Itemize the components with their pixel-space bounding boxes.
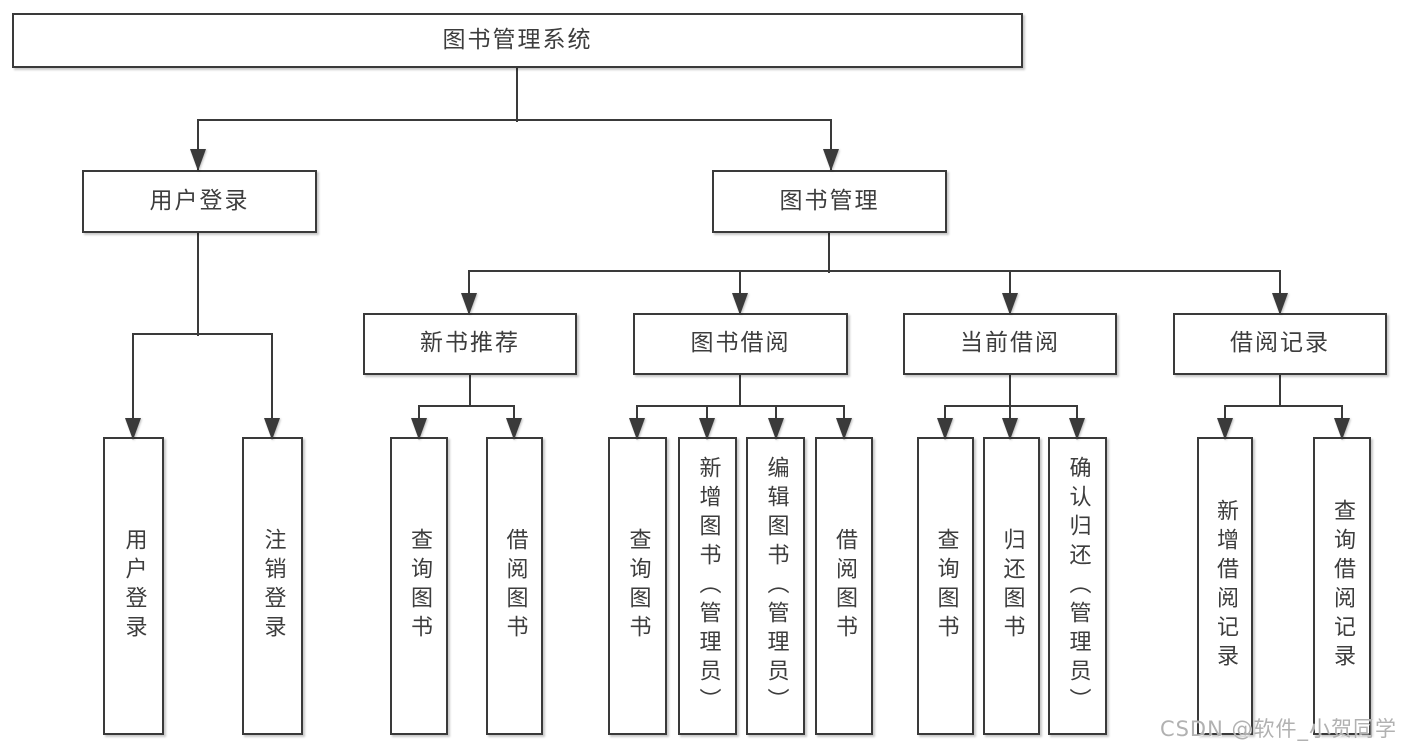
- node-leaf-edit-books-admin: 编辑图书（管理员）: [746, 437, 805, 735]
- connector-line: [196, 120, 200, 172]
- node-label-leaf-query-books-3: 查询图书: [933, 528, 959, 644]
- watermark-text: CSDN @软件_小贺同学: [1159, 717, 1397, 741]
- node-leaf-return-books: 归还图书: [983, 437, 1040, 735]
- node-leaf-user-login: 用户登录: [103, 437, 164, 735]
- node-label-leaf-query-books-1: 查询图书: [407, 528, 432, 644]
- arrowhead-down-icon: [190, 149, 206, 171]
- node-label-book-borrow: 图书借阅: [690, 330, 791, 357]
- node-current-borrow: 当前借阅: [903, 313, 1117, 375]
- arrowhead-down-icon: [411, 418, 427, 440]
- arrowhead-down-icon: [699, 418, 715, 440]
- arrowhead-down-icon: [1217, 418, 1233, 440]
- arrowhead-down-icon: [461, 293, 477, 315]
- arrowhead-down-icon: [1272, 293, 1288, 315]
- arrowhead-down-icon: [264, 418, 280, 440]
- node-user-login: 用户登录: [82, 170, 317, 233]
- node-label-leaf-add-books-admin: 新增图书（管理员）: [695, 455, 721, 717]
- arrowhead-down-icon: [823, 149, 839, 171]
- node-label-borrow-records: 借阅记录: [1230, 330, 1330, 357]
- connector-line: [196, 233, 200, 336]
- arrowhead-down-icon: [629, 418, 645, 440]
- node-label-leaf-return-books: 归还图书: [999, 528, 1025, 644]
- node-label-current-borrow: 当前借阅: [960, 330, 1060, 357]
- node-label-leaf-add-borrow-record: 新增借阅记录: [1213, 499, 1238, 673]
- arrowhead-down-icon: [1069, 418, 1085, 440]
- arrowhead-down-icon: [1002, 293, 1018, 315]
- connector-line: [468, 375, 472, 407]
- arrowhead-down-icon: [836, 418, 852, 440]
- arrowhead-down-icon: [732, 293, 748, 315]
- connector-line: [636, 404, 845, 408]
- node-label-root: 图书管理系统: [442, 26, 593, 53]
- node-leaf-query-books-3: 查询图书: [917, 437, 974, 735]
- connector-line: [1278, 375, 1282, 407]
- node-label-leaf-borrow-books-1: 借阅图书: [502, 528, 528, 644]
- node-label-user-login: 用户登录: [149, 187, 250, 214]
- node-book-management: 图书管理: [712, 170, 947, 233]
- connector-line: [515, 68, 519, 122]
- connector-line: [131, 334, 135, 440]
- node-label-leaf-user-login: 用户登录: [121, 528, 147, 644]
- arrowhead-down-icon: [506, 418, 522, 440]
- node-leaf-add-books-admin: 新增图书（管理员）: [678, 437, 737, 735]
- connector-line: [270, 334, 274, 440]
- connector-line: [1224, 404, 1343, 408]
- arrowhead-down-icon: [1334, 418, 1350, 440]
- node-leaf-query-borrow-record: 查询借阅记录: [1313, 437, 1371, 735]
- node-label-leaf-borrow-books-2: 借阅图书: [832, 528, 857, 644]
- node-label-book-management: 图书管理: [779, 187, 880, 214]
- node-book-borrow: 图书借阅: [633, 313, 848, 375]
- node-root: 图书管理系统: [12, 13, 1023, 68]
- node-leaf-add-borrow-record: 新增借阅记录: [1197, 437, 1253, 735]
- node-leaf-borrow-books-1: 借阅图书: [486, 437, 543, 735]
- arrowhead-down-icon: [768, 418, 784, 440]
- node-borrow-records: 借阅记录: [1173, 313, 1387, 375]
- node-label-leaf-query-borrow-record: 查询借阅记录: [1330, 499, 1355, 673]
- node-label-leaf-edit-books-admin: 编辑图书（管理员）: [763, 455, 789, 717]
- node-label-leaf-confirm-return-admin: 确认归还（管理员）: [1065, 455, 1091, 717]
- node-leaf-confirm-return-admin: 确认归还（管理员）: [1048, 437, 1107, 735]
- node-label-new-book-recommend: 新书推荐: [420, 330, 520, 357]
- arrowhead-down-icon: [125, 418, 141, 440]
- connector-line: [418, 404, 515, 408]
- node-leaf-borrow-books-2: 借阅图书: [815, 437, 873, 735]
- connector-line: [1008, 375, 1012, 407]
- connector-line: [468, 269, 1281, 273]
- node-leaf-query-books-2: 查询图书: [608, 437, 667, 735]
- node-label-leaf-logout: 注销登录: [260, 528, 286, 644]
- node-leaf-logout: 注销登录: [242, 437, 303, 735]
- arrowhead-down-icon: [1002, 418, 1018, 440]
- node-leaf-query-books-1: 查询图书: [390, 437, 448, 735]
- connector-line: [829, 120, 833, 172]
- connector-line: [827, 233, 831, 273]
- connector-line: [738, 375, 742, 407]
- arrowhead-down-icon: [937, 418, 953, 440]
- node-label-leaf-query-books-2: 查询图书: [625, 528, 651, 644]
- connector-line: [197, 118, 832, 122]
- node-new-book-recommend: 新书推荐: [363, 313, 577, 375]
- connector-line: [132, 332, 273, 336]
